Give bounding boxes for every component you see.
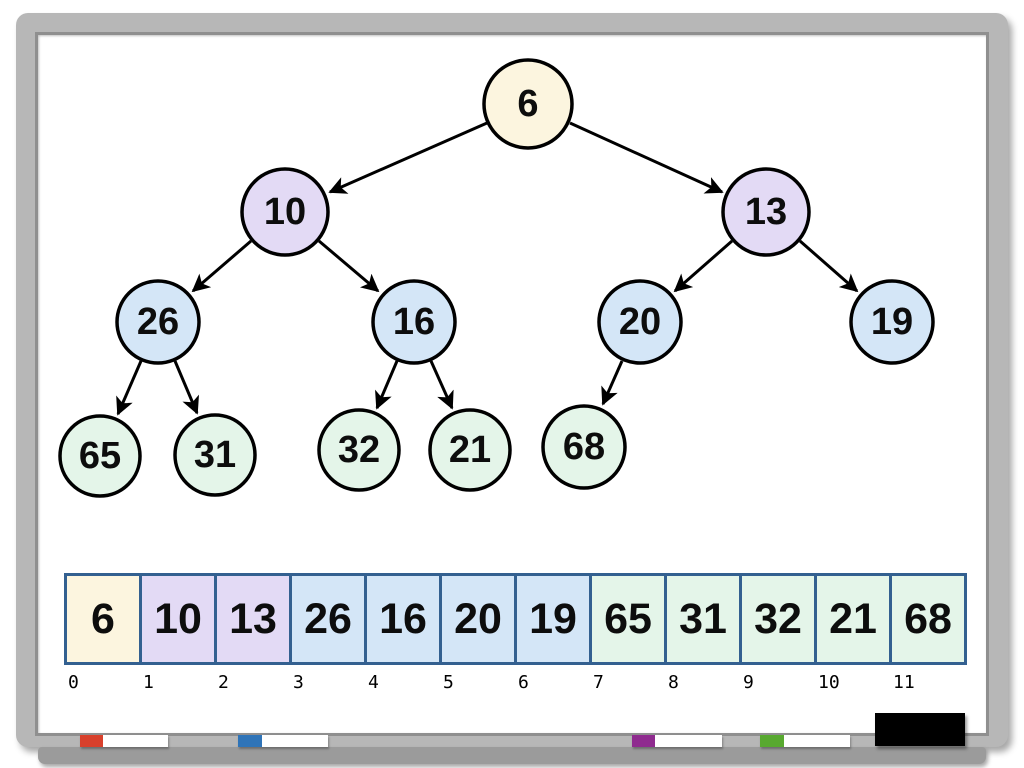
purple-marker-cap <box>632 735 655 747</box>
heap-array: 6 10 13 26 16 20 19 65 31 32 21 68 <box>64 573 967 665</box>
tree-node: 65 <box>58 414 142 498</box>
tree-node: 19 <box>849 279 935 365</box>
tree-node: 31 <box>173 413 257 497</box>
array-index: 4 <box>368 672 379 693</box>
array-cell: 21 <box>814 573 892 665</box>
blue-marker-body <box>262 735 328 747</box>
edge-10-16 <box>318 239 380 293</box>
tree-node: 20 <box>597 279 683 365</box>
node-circle <box>721 167 811 257</box>
red-marker-cap <box>80 735 103 747</box>
edge-16-21 <box>429 360 454 410</box>
node-circle <box>849 279 935 365</box>
blue-marker-cap <box>238 735 262 747</box>
green-marker <box>760 735 850 747</box>
tree-node-root: 6 <box>482 58 574 150</box>
green-marker-body <box>784 735 850 747</box>
node-value: 16 <box>393 301 435 343</box>
tree-node: 10 <box>240 167 330 257</box>
node-circle <box>173 413 257 497</box>
green-marker-cap <box>760 735 784 747</box>
edge-10-26 <box>191 239 252 293</box>
blue-marker <box>238 735 328 747</box>
array-cell: 16 <box>364 573 442 665</box>
node-value: 68 <box>563 426 605 468</box>
edge-6-10 <box>328 121 488 194</box>
array-index: 5 <box>443 672 454 693</box>
array-cell: 10 <box>139 573 217 665</box>
array-index: 11 <box>893 672 915 693</box>
edge-6-13 <box>569 121 724 194</box>
node-value: 13 <box>745 191 787 233</box>
edge-20-68 <box>601 360 624 406</box>
tree-node: 21 <box>428 408 512 492</box>
edge-16-32 <box>375 360 399 410</box>
array-cell: 65 <box>589 573 667 665</box>
edge-26-65 <box>116 360 143 416</box>
array-index: 10 <box>818 672 840 693</box>
array-cell: 31 <box>664 573 742 665</box>
node-circle <box>541 404 627 490</box>
purple-marker-body <box>655 735 722 747</box>
node-value: 32 <box>338 429 380 471</box>
node-circle <box>371 279 457 365</box>
whiteboard-eraser <box>875 713 965 746</box>
array-cell: 26 <box>289 573 367 665</box>
array-cell: 68 <box>889 573 967 665</box>
array-index: 8 <box>668 672 679 693</box>
array-cell: 13 <box>214 573 292 665</box>
tree-node: 13 <box>721 167 811 257</box>
node-circle <box>240 167 330 257</box>
array-index: 2 <box>218 672 229 693</box>
node-circle <box>58 414 142 498</box>
red-marker-body <box>103 735 168 747</box>
marker-tray <box>38 747 986 764</box>
tree-node: 68 <box>541 404 627 490</box>
tree-edges <box>116 121 859 416</box>
node-circle <box>428 408 512 492</box>
array-index: 1 <box>143 672 154 693</box>
node-value: 65 <box>79 435 121 477</box>
node-value: 19 <box>871 301 913 343</box>
red-marker <box>80 735 168 747</box>
node-value: 26 <box>137 301 179 343</box>
node-circle <box>482 58 574 150</box>
array-cell: 6 <box>64 573 142 665</box>
array-index: 6 <box>518 672 529 693</box>
array-index-row: 0 1 2 3 4 5 6 7 8 9 10 11 <box>68 672 968 693</box>
tree-node: 16 <box>371 279 457 365</box>
node-value: 6 <box>517 83 538 125</box>
node-value: 20 <box>619 301 661 343</box>
array-cell: 32 <box>739 573 817 665</box>
array-index: 9 <box>743 672 754 693</box>
array-cell: 20 <box>439 573 517 665</box>
array-index: 7 <box>593 672 604 693</box>
tree-node: 26 <box>115 279 201 365</box>
node-value: 21 <box>449 429 491 471</box>
array-index: 0 <box>68 672 79 693</box>
array-cell: 19 <box>514 573 592 665</box>
tree-node: 32 <box>317 408 401 492</box>
edge-26-31 <box>173 360 199 415</box>
purple-marker <box>632 735 722 747</box>
edge-13-19 <box>799 239 859 293</box>
node-value: 10 <box>264 191 306 233</box>
node-value: 31 <box>194 434 236 476</box>
node-circle <box>115 279 201 365</box>
node-circle <box>317 408 401 492</box>
array-index: 3 <box>293 672 304 693</box>
node-circle <box>597 279 683 365</box>
edge-13-20 <box>673 239 733 293</box>
